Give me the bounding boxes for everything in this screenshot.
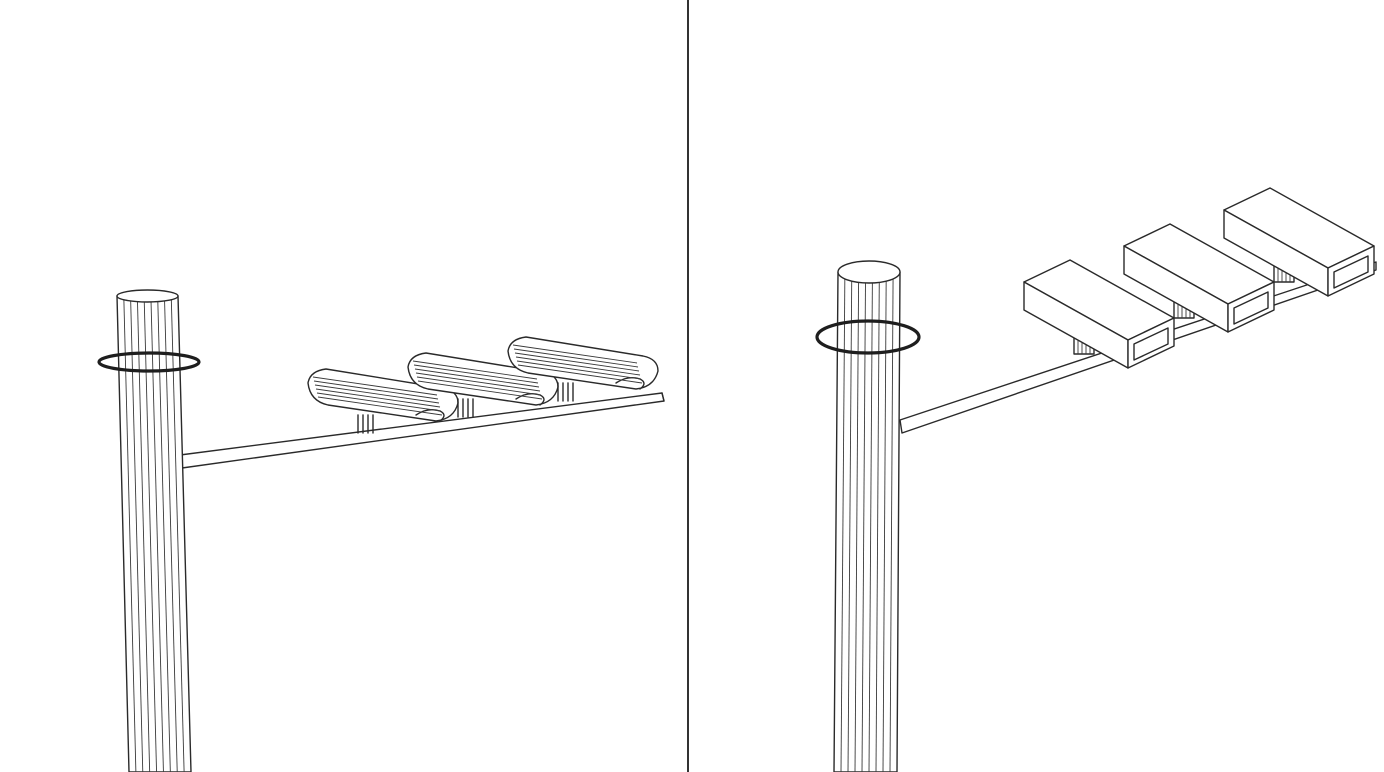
fixture-ridge: [514, 352, 640, 372]
fixture-ridge: [414, 368, 540, 388]
right-panel: [815, 187, 1377, 772]
right-pole: [833, 260, 901, 772]
fixture-ridge: [312, 376, 438, 396]
left-pole: [116, 289, 192, 772]
box-opening: [1333, 255, 1369, 289]
box-fixture: [1023, 259, 1175, 369]
right-clamp-ring: [815, 319, 921, 355]
fixture-ridge: [415, 372, 541, 392]
half-cylinder-fixture: [507, 336, 659, 402]
pole-flute: [875, 271, 880, 772]
fixture-ridge: [314, 384, 440, 404]
fixture-ridge: [416, 376, 542, 396]
fixture-ridge: [515, 356, 641, 376]
fixture-ridge: [413, 364, 539, 384]
fixture-ridge: [512, 344, 638, 364]
pole-flute: [868, 271, 873, 772]
pole-flute: [150, 295, 164, 772]
pole-flute: [136, 295, 151, 772]
pole-flute: [170, 295, 185, 772]
fixture-ridge: [313, 380, 439, 400]
pole-flute: [889, 271, 894, 772]
box-opening: [1233, 291, 1269, 325]
left-panel: [97, 289, 665, 772]
fixture-ridge: [417, 380, 543, 400]
box-fixture: [1223, 187, 1375, 297]
pole-flute: [163, 295, 178, 772]
box-opening: [1133, 327, 1169, 361]
fixture-ridge: [317, 396, 443, 416]
left-fixtures: [307, 336, 659, 434]
half-cylinder-fixture: [307, 368, 459, 434]
fixture-ridge: [315, 388, 441, 408]
pole-flute: [143, 295, 158, 772]
pole-flute: [123, 295, 137, 772]
fixture-ridge: [517, 364, 643, 384]
fixture-ridge: [316, 392, 442, 412]
pole-flute: [854, 271, 860, 772]
left-clamp-ring: [97, 351, 201, 373]
pole-flute: [847, 271, 853, 772]
pole-flute: [840, 271, 846, 772]
right-fixtures: [1023, 187, 1375, 369]
fixture-ridge: [516, 360, 642, 380]
fixture-ridge: [513, 348, 639, 368]
fixture-ridge: [412, 360, 538, 380]
pole-flute: [157, 295, 171, 772]
pole-flute: [130, 295, 144, 772]
pole-flute: [882, 271, 887, 772]
half-cylinder-fixture: [407, 352, 559, 418]
pole-flute: [861, 271, 867, 772]
